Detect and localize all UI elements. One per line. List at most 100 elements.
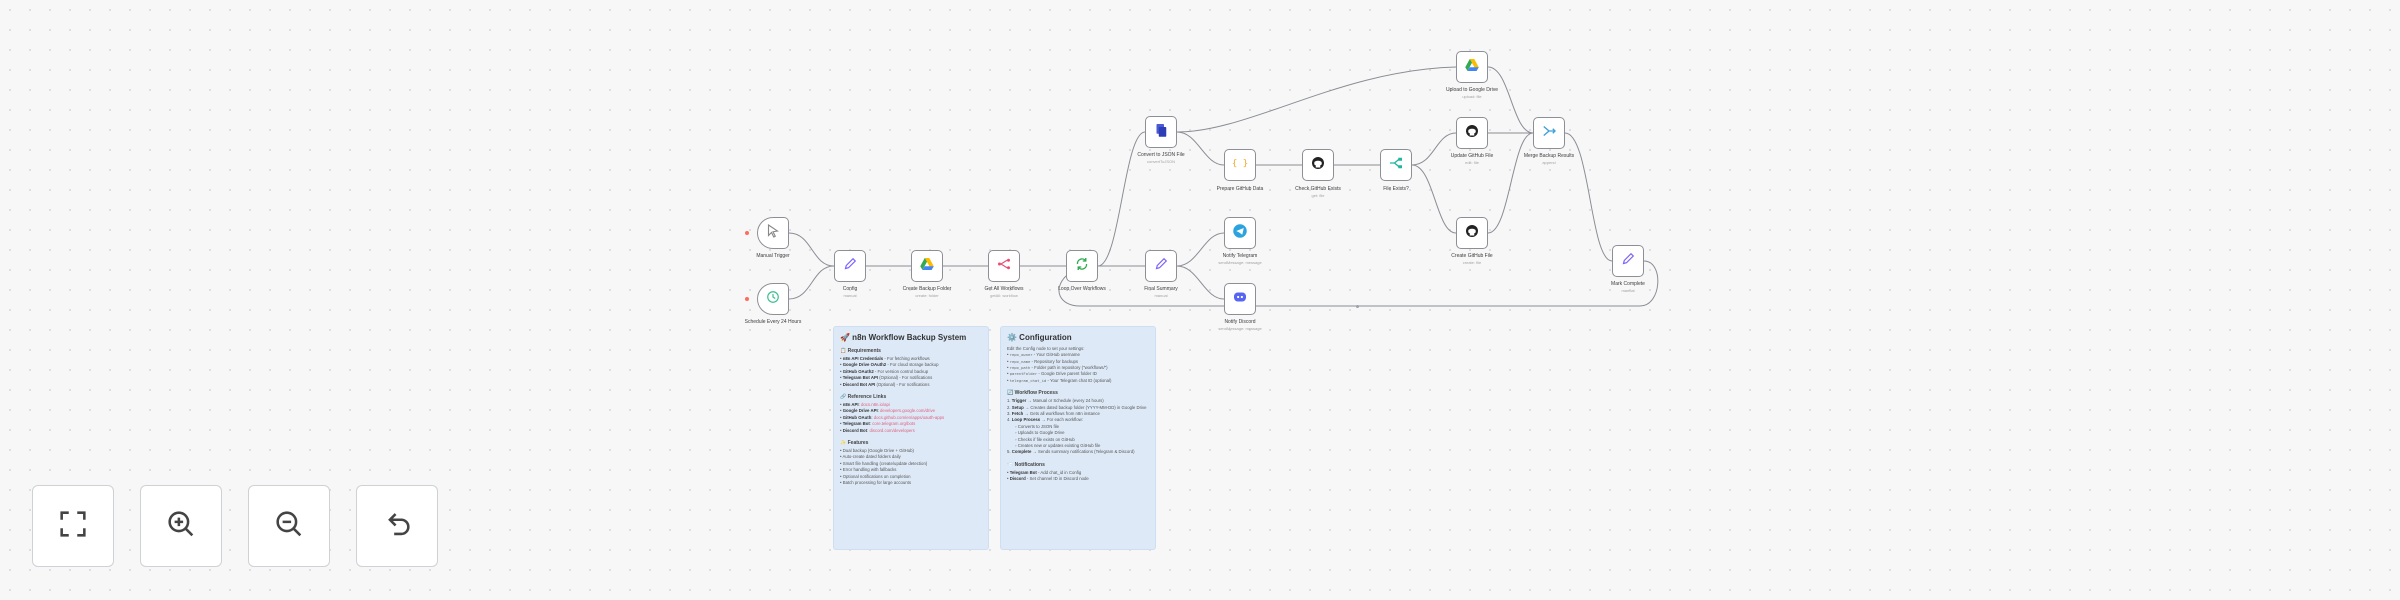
list-item: • Telegram Bot API (Optional) - For noti…: [840, 375, 933, 381]
reference-link[interactable]: developers.google.com/drive: [880, 408, 935, 414]
node-title: Get All Workflows: [984, 286, 1024, 292]
connector-dot: [1356, 305, 1359, 308]
prepare-github-data-node[interactable]: { }: [1224, 149, 1256, 181]
node-subtitle: convertToJSON: [1146, 159, 1175, 164]
list-item: • Telegram Bot: core.telegram.org/bots: [840, 421, 916, 427]
list-item: • repo_owner - Your GitHub username: [1007, 352, 1080, 358]
github-icon: [1463, 122, 1481, 145]
node-title: Prepare GitHub Data: [1216, 186, 1264, 192]
node-title: File Exists?: [1383, 186, 1409, 192]
node-title: Create GitHub File: [1451, 253, 1493, 259]
list-item: • Google Drive OAuth2 - For cloud storag…: [840, 362, 939, 368]
fit-view-button[interactable]: [32, 485, 114, 567]
cursor-icon: [764, 222, 782, 245]
sticky-heading: 📋 Requirements: [840, 348, 881, 354]
node-title: Final Summary: [1144, 286, 1178, 292]
svg-text:{ }: { }: [1232, 159, 1248, 169]
reference-link[interactable]: docs.n8n.io/api: [860, 402, 890, 408]
reference-link[interactable]: discord.com/developers: [869, 427, 915, 433]
sticky-text: Edit the Config node to set your setting…: [1007, 346, 1085, 351]
manual-trigger-node[interactable]: [757, 217, 789, 249]
sticky-note-system[interactable]: 🚀 n8n Workflow Backup System 📋 Requireme…: [833, 326, 989, 550]
zoom-in-button[interactable]: [140, 485, 222, 567]
list-item: • Auto-create dated folders daily: [840, 454, 901, 460]
node-subtitle: create: file: [1462, 260, 1482, 265]
node-title: Config: [842, 286, 858, 292]
upload-google-drive-node[interactable]: [1456, 51, 1488, 83]
list-item: 1. Trigger → Manual or Schedule (every 2…: [1007, 398, 1104, 404]
zoom-out-button[interactable]: [248, 485, 330, 567]
github-icon: [1463, 222, 1481, 245]
list-item: • Google Drive API: developers.google.co…: [840, 408, 935, 414]
trigger-marker: [745, 297, 749, 301]
reference-link[interactable]: core.telegram.org/bots: [872, 421, 916, 427]
node-title: Loop Over Workflows: [1058, 286, 1106, 292]
fit-view-icon: [56, 507, 90, 546]
create-github-file-node[interactable]: [1456, 217, 1488, 249]
list-item: • Discord Bot API (Optional) - For notif…: [840, 381, 930, 387]
list-item: • Smart file handling (create/update det…: [840, 460, 928, 466]
node-subtitle: sendMessage: message: [1218, 326, 1262, 331]
code-braces-icon: { }: [1231, 154, 1249, 177]
merge-backup-results-node[interactable]: [1533, 117, 1565, 149]
reference-link[interactable]: docs.github.com/en/apps/oauth-apps: [873, 414, 945, 420]
node-title: Notify Telegram: [1222, 253, 1258, 259]
list-item: • Dual backup (Google Drive + GitHub): [840, 448, 914, 454]
mark-complete-node[interactable]: [1612, 245, 1644, 277]
merge-icon: [1540, 122, 1558, 145]
list-item: • Discord - Set channel ID in Discord no…: [1007, 476, 1089, 482]
node-subtitle: create: folder: [915, 293, 939, 298]
node-title: Schedule Every 24 Hours: [744, 319, 802, 325]
edge-create-merge: [1487, 132, 1534, 234]
check-github-exists-node[interactable]: [1302, 149, 1334, 181]
notify-telegram-node[interactable]: [1224, 217, 1256, 249]
zoom-out-icon: [272, 507, 306, 546]
list-item: • Telegram Bot - Add chat_id in Config: [1007, 469, 1082, 475]
sticky-note-configuration[interactable]: ⚙️ Configuration Edit the Config node to…: [1000, 326, 1156, 550]
list-item: • n8n API: docs.n8n.io/api: [840, 402, 890, 408]
list-item: • Optional notifications on completion: [840, 473, 911, 479]
node-subtitle: manual: [1154, 293, 1168, 298]
reset-zoom-button[interactable]: [356, 485, 438, 567]
list-item: • repo_name - Repository for backups: [1007, 358, 1079, 364]
convert-to-json-node[interactable]: [1145, 116, 1177, 148]
convert-file-icon: [1152, 121, 1170, 144]
sticky-heading: 🔄 Workflow Process: [1007, 390, 1058, 397]
node-title: Manual Trigger: [756, 253, 790, 259]
list-item: 4. Loop Process → For each workflow:: [1007, 417, 1083, 423]
sticky-heading: 🔗 Reference Links: [840, 394, 887, 401]
list-item: • GitHub OAuth2 - For version control ba…: [840, 368, 929, 374]
final-summary-node[interactable]: [1145, 250, 1177, 282]
get-all-workflows-node[interactable]: [988, 250, 1020, 282]
node-title: Convert to JSON File: [1137, 152, 1185, 158]
pencil-icon: [1619, 250, 1637, 273]
sticky-title: ⚙️ Configuration: [1007, 333, 1072, 342]
node-title: Notify Discord: [1224, 319, 1256, 325]
list-item: 3. Fetch → Gets all workflows from n8n i…: [1007, 411, 1100, 417]
list-item: ◦ Converts to JSON file: [1015, 423, 1060, 429]
google-drive-icon: [918, 255, 936, 278]
node-subtitle: manual: [843, 293, 857, 298]
loop-over-workflows-node[interactable]: [1066, 250, 1098, 282]
node-subtitle: append: [1542, 160, 1556, 165]
node-subtitle: getAll: workflow: [990, 293, 1018, 298]
node-title: Update GitHub File: [1450, 153, 1494, 159]
create-backup-folder-node[interactable]: [911, 250, 943, 282]
notify-discord-node[interactable]: [1224, 283, 1256, 315]
clock-icon: [764, 288, 782, 311]
schedule-trigger-node[interactable]: [757, 283, 789, 315]
list-item: • Error handling with fallbacks: [840, 467, 897, 473]
update-github-file-node[interactable]: [1456, 117, 1488, 149]
zoom-in-icon: [164, 507, 198, 546]
node-subtitle: get: file: [1311, 193, 1325, 198]
node-title: Mark Complete: [1611, 281, 1645, 287]
list-item: ◦ Checks if file exists on GitHub: [1015, 436, 1075, 442]
if-branch-icon: [1387, 154, 1405, 177]
config-node[interactable]: [834, 250, 866, 282]
list-item: 2. Setup → Creates dated backup folder (…: [1007, 404, 1147, 410]
file-exists-node[interactable]: [1380, 149, 1412, 181]
edge-convert-upload: [1176, 66, 1457, 133]
trigger-marker: [745, 231, 749, 235]
node-title: Check GitHub Exists: [1295, 186, 1341, 192]
